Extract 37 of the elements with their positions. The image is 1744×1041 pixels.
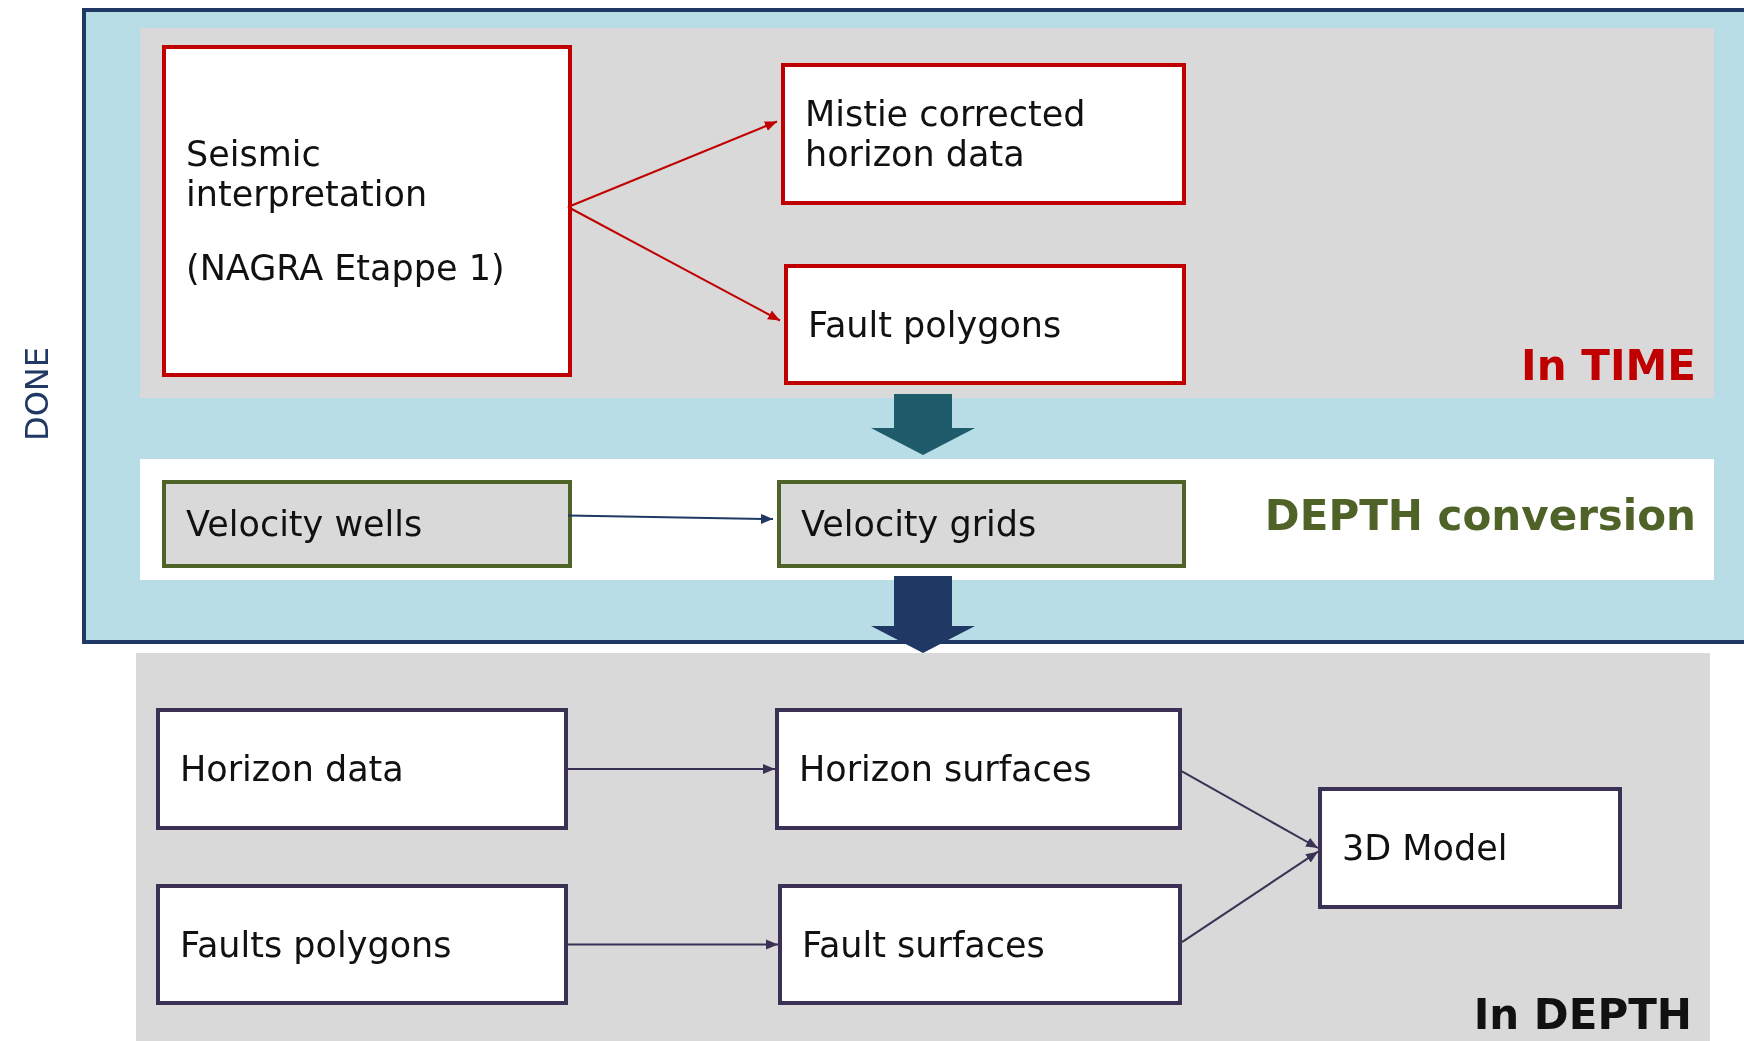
process-box (156, 708, 568, 830)
box-label: Horizon surfaces (799, 749, 1093, 789)
process-box (156, 884, 568, 1005)
box-label: 3D Model (1342, 828, 1509, 868)
process-box (162, 45, 572, 377)
box-label: Mistie corrected horizon data (805, 94, 1087, 174)
box-label: Seismic interpretation (186, 134, 429, 214)
block-arrow (871, 394, 975, 455)
arrow (567, 120, 778, 208)
arrow (1181, 850, 1319, 944)
box-label: Velocity wells (186, 504, 424, 544)
process-box (778, 884, 1182, 1005)
process-box (784, 264, 1186, 385)
arrow (1181, 770, 1319, 849)
process-box (1318, 787, 1622, 909)
arrow (567, 764, 776, 774)
box-label: Horizon data (180, 749, 405, 789)
arrow (567, 513, 774, 524)
stage-band (136, 653, 1710, 1041)
box-label: Fault surfaces (802, 924, 1046, 965)
box-label: Faults polygons (180, 924, 453, 965)
stage-title: In DEPTH (1473, 990, 1692, 1039)
block-arrow (871, 576, 975, 653)
process-box (775, 708, 1182, 830)
arrow (567, 206, 781, 322)
stage-title: In TIME (1521, 341, 1696, 390)
vertical-heading: DONE (18, 347, 56, 441)
box-label: Fault polygons (808, 304, 1063, 345)
stage-band (140, 459, 1714, 580)
process-box (162, 480, 572, 568)
stage-band (140, 28, 1714, 398)
arrow (567, 939, 779, 950)
box-label: (NAGRA Etappe 1) (186, 248, 506, 288)
box-label: Velocity grids (801, 504, 1038, 544)
process-box (781, 63, 1186, 205)
process-box (777, 480, 1186, 568)
stage-title: DEPTH conversion (1264, 491, 1696, 540)
